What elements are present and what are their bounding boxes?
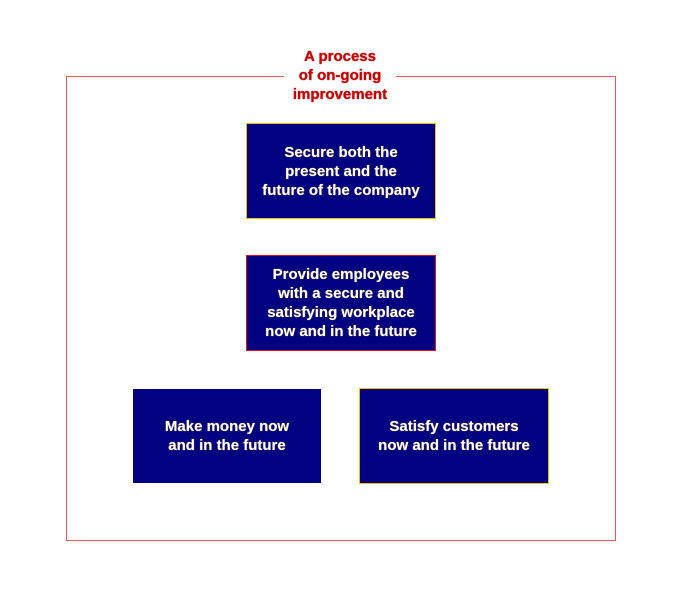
goal-box-employees: Provide employees with a secure and sati… [246, 255, 436, 351]
goal-box-make-money: Make money now and in the future [133, 389, 321, 483]
frame-title: A process of on-going improvement [284, 47, 396, 104]
goal-box-secure-company: Secure both the present and the future o… [246, 123, 436, 219]
goal-box-satisfy-customers: Satisfy customers now and in the future [359, 388, 549, 484]
